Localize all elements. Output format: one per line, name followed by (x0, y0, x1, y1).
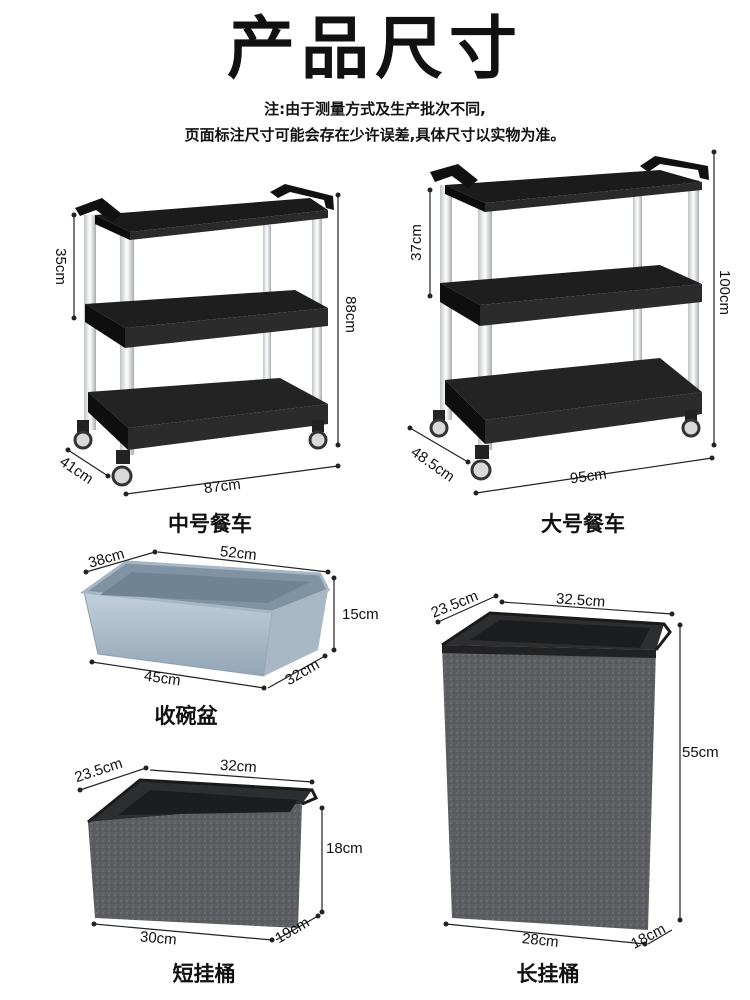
long-bucket-name: 长挂桶 (516, 962, 580, 986)
short-bucket-illustration (77, 765, 325, 943)
long-bucket-top-width-label: 32.5cm (555, 590, 606, 611)
short-bucket-top-width-label: 32cm (219, 756, 258, 777)
long-bucket-illustration (435, 593, 683, 947)
note-line-2: 页面标注尺寸可能会存在少许误差,具体尺寸以实物为准。 (184, 126, 566, 144)
bowl-basin-height-label: 15cm (342, 606, 379, 623)
large-cart-name: 大号餐车 (541, 512, 625, 536)
bowl-basin-name: 收碗盆 (154, 704, 218, 728)
short-bucket-name: 短挂桶 (172, 962, 236, 986)
short-bucket-height-label: 18cm (326, 840, 363, 857)
long-bucket-height-label: 55cm (682, 744, 719, 761)
medium-cart-height-label: 88cm (341, 296, 359, 333)
medium-cart-shelf-gap-label: 35cm (51, 248, 69, 285)
bowl-basin-illustration (79, 549, 337, 691)
page-title: 产品尺寸 (226, 10, 523, 89)
medium-cart-illustration (65, 184, 341, 497)
large-cart-shelf-gap-label: 37cm (407, 224, 425, 261)
short-bucket-bottom-width-label: 30cm (139, 928, 178, 949)
large-cart-height-label: 100cm (716, 269, 734, 316)
note-line-1: 注:由于测量方式及生产批次不同, (264, 100, 486, 118)
medium-cart-name: 中号餐车 (168, 512, 252, 536)
large-cart-illustration (407, 149, 717, 496)
